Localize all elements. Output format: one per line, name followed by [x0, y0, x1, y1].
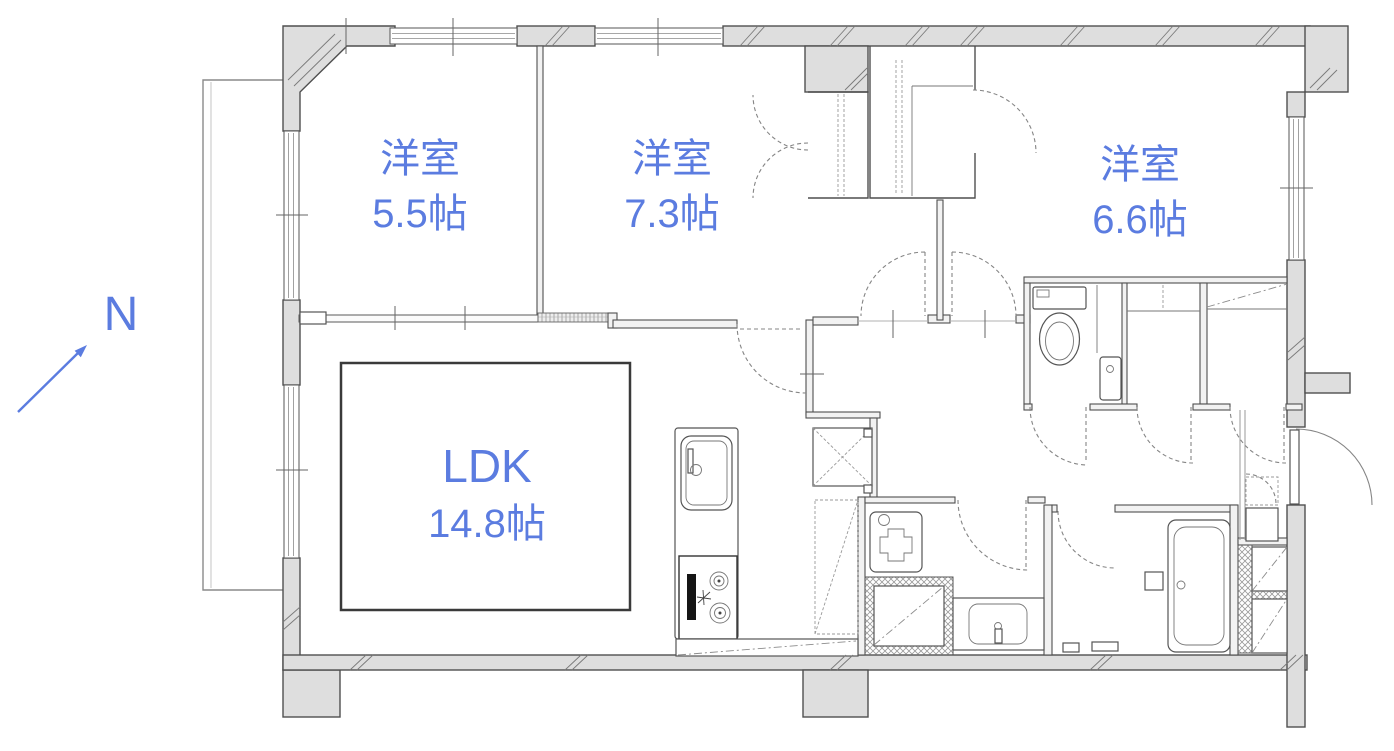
- grid-ticks: [276, 18, 1313, 471]
- room-size: 7.3帖: [624, 192, 720, 236]
- balcony-railing: [202, 79, 283, 591]
- room-labels: 洋室 5.5帖 洋室 7.3帖 洋室 6.6帖 LDK 14.8帖: [372, 137, 1188, 546]
- kitchen-back-cabinet: [675, 638, 859, 657]
- door-closet-b: [1229, 406, 1287, 464]
- sliding-door-track: [537, 312, 609, 323]
- room-name: 洋室: [1100, 143, 1180, 187]
- north-arrow-icon: [17, 350, 81, 413]
- bathroom-side-storage: [1237, 544, 1288, 654]
- entrance-door: [1289, 428, 1373, 506]
- folding-door-closet-bedroom-2: [752, 94, 809, 199]
- north-arrowhead-icon: [74, 345, 87, 358]
- closet-hall-b: [1206, 283, 1288, 310]
- window: [283, 384, 300, 559]
- closet-hall-a: [1127, 285, 1200, 312]
- hand-basin: [1099, 356, 1122, 401]
- door-washroom: [957, 499, 1029, 571]
- closet-bedroom-2: [808, 67, 869, 199]
- room-name: 洋室: [380, 137, 460, 181]
- door-closet-bedroom-3: [972, 89, 1037, 154]
- room-size: 14.8帖: [428, 502, 546, 546]
- washbasin: [952, 597, 1045, 651]
- room-label-western-1: 洋室 5.5帖: [372, 137, 468, 236]
- ldk-label-box: [339, 361, 632, 612]
- room-size: 6.6帖: [1092, 198, 1188, 242]
- kitchen-sink: [680, 435, 733, 511]
- room-label-western-2: 洋室 7.3帖: [624, 137, 720, 236]
- room-size: 5.5帖: [372, 192, 468, 236]
- room-label-ldk: LDK 14.8帖: [428, 440, 546, 546]
- tall-cabinet-space: [814, 499, 859, 635]
- door-bedroom-3: [951, 251, 1017, 317]
- wall-hatch-marks: [282, 25, 1338, 671]
- kitchen: [674, 427, 873, 657]
- compass: N: [17, 288, 139, 413]
- door-shoe-closet: [1245, 473, 1277, 505]
- toilet-room: [1032, 285, 1122, 401]
- bath-counter: [1144, 571, 1164, 591]
- closet-bedroom-3: [869, 46, 976, 199]
- door-bedroom-2: [860, 251, 926, 317]
- washing-machine-pan: [869, 511, 923, 573]
- pipe-space: [864, 576, 954, 656]
- interior-walls: [298, 45, 1303, 656]
- room-label-western-3: 洋室 6.6帖: [1092, 143, 1188, 242]
- gas-stove: [678, 555, 738, 640]
- closets: [808, 46, 1288, 654]
- entrance: [1239, 410, 1279, 542]
- shoe-cabinet: [1245, 476, 1279, 542]
- door-swing-arcs: [736, 89, 1373, 571]
- door-ldk: [736, 323, 807, 394]
- bathroom: [1062, 519, 1231, 653]
- compass-north-label: N: [104, 288, 139, 341]
- toilet-fixture: [1032, 286, 1087, 366]
- room-name: LDK: [442, 440, 532, 492]
- door-closet-a: [1136, 406, 1194, 464]
- door-toilet: [1029, 406, 1089, 466]
- bath-stool: [1062, 642, 1080, 653]
- door-bathroom: [1057, 510, 1116, 569]
- window: [594, 27, 724, 45]
- bath-faucet: [1091, 641, 1119, 652]
- entrance-step: [1239, 410, 1246, 540]
- refrigerator-space: [812, 427, 873, 494]
- bathtub: [1167, 519, 1231, 653]
- washroom: [864, 511, 1045, 656]
- room-name: 洋室: [632, 137, 712, 181]
